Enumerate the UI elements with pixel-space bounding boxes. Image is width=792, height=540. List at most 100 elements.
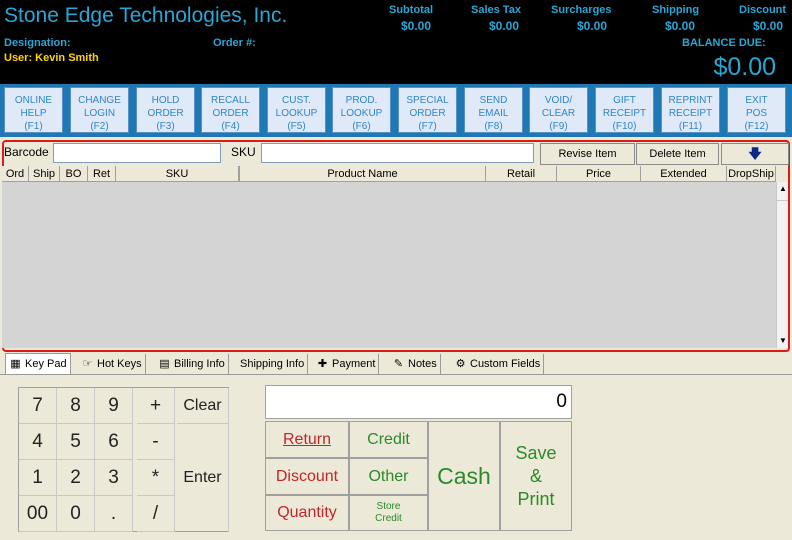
fkey-line: GIFT <box>613 95 636 106</box>
tab-hot-keys[interactable]: ☞Hot Keys <box>78 354 146 374</box>
key-9[interactable]: 9 <box>95 388 133 424</box>
discount-label: Discount <box>739 4 787 16</box>
column-retail[interactable]: Retail <box>486 166 557 182</box>
column-blank <box>239 166 240 182</box>
column-extended[interactable]: Extended <box>641 166 727 182</box>
key-1[interactable]: 1 <box>19 460 57 496</box>
key-divide[interactable]: / <box>137 496 175 532</box>
fkey-shortcut: (F3) <box>156 121 175 132</box>
shipping-value: $0.00 <box>665 19 696 33</box>
sku-input[interactable] <box>261 143 534 163</box>
barcode-input[interactable] <box>53 143 221 163</box>
enter-button[interactable]: Enter <box>177 424 229 532</box>
custom-fields-icon: ⚙ <box>455 358 466 370</box>
fkey-shortcut: (F12) <box>744 121 769 132</box>
tab-billing-info[interactable]: ▤Billing Info <box>155 354 229 374</box>
fkey-line: POS <box>745 108 768 119</box>
scroll-down-icon[interactable]: ▼ <box>779 336 787 345</box>
designation-label: Designation: <box>4 37 71 49</box>
column-ret[interactable]: Ret <box>88 166 116 182</box>
tab-custom-fields[interactable]: ⚙Custom Fields <box>451 354 545 374</box>
key-4[interactable]: 4 <box>19 424 57 460</box>
fkey-line: RECEIPT <box>602 108 647 119</box>
quantity-button[interactable]: Quantity <box>265 495 349 531</box>
tab-shipping-info[interactable]: Shipping Info <box>237 354 309 374</box>
fkey-line: LOOKUP <box>275 108 318 119</box>
key-multiply[interactable]: * <box>137 460 175 496</box>
key-decimal[interactable]: . <box>95 496 133 532</box>
key-2[interactable]: 2 <box>57 460 95 496</box>
fkey-line: CLEAR <box>541 108 576 119</box>
order-number-label: Order #: <box>213 37 256 49</box>
discount-value: $0.00 <box>753 19 784 33</box>
key-minus[interactable]: - <box>137 424 175 460</box>
subtotal-label: Subtotal <box>389 4 433 16</box>
order-items-list[interactable] <box>2 182 776 348</box>
arrow-down-icon[interactable]: 🡇 <box>721 143 789 165</box>
tab-notes[interactable]: ✎Notes <box>389 354 441 374</box>
return-button[interactable]: Return <box>265 421 349 458</box>
fkey-line: HELP <box>20 108 47 119</box>
credit-button[interactable]: Credit <box>349 421 428 458</box>
key-3[interactable]: 3 <box>95 460 133 496</box>
key-5[interactable]: 5 <box>57 424 95 460</box>
key-8[interactable]: 8 <box>57 388 95 424</box>
scrollbar-thumb[interactable] <box>777 187 788 201</box>
key-7[interactable]: 7 <box>19 388 57 424</box>
fkey-shortcut: (F6) <box>352 121 371 132</box>
tab-payment[interactable]: ✚Payment <box>313 354 380 374</box>
fkey-line: RECEIPT <box>668 108 713 119</box>
other-button[interactable]: Other <box>349 458 428 495</box>
column-product-name[interactable]: Product Name <box>240 166 486 182</box>
fkey-line: LOOKUP <box>340 108 383 119</box>
notes-icon: ✎ <box>393 358 404 370</box>
fkey-line: ORDER <box>409 108 446 119</box>
fkey-shortcut: (F5) <box>287 121 306 132</box>
save-print-button[interactable]: Save&Print <box>500 421 572 531</box>
delete-item-button[interactable]: Delete Item <box>636 143 719 165</box>
key-00[interactable]: 00 <box>19 496 57 532</box>
key-6[interactable]: 6 <box>95 424 133 460</box>
column-price[interactable]: Price <box>557 166 641 182</box>
column-ship[interactable]: Ship <box>29 166 60 182</box>
balance-due-label: BALANCE DUE: <box>682 37 766 49</box>
product-lookup-button[interactable]: PROD.LOOKUP(F6) <box>332 87 391 133</box>
save-print-line: Save <box>515 443 557 463</box>
keypad: 7 8 9 + 4 5 6 - 1 2 3 * 00 0 . / Clear E… <box>18 387 229 532</box>
column-bo[interactable]: BO <box>60 166 88 182</box>
payment-icon: ✚ <box>317 358 328 370</box>
customer-lookup-button[interactable]: CUST. LOOKUP (F5) <box>267 87 326 133</box>
column-sku[interactable]: SKU <box>116 166 239 182</box>
discount-button[interactable]: Discount <box>265 458 349 495</box>
scroll-up-icon[interactable]: ▲ <box>779 184 787 193</box>
key-plus[interactable]: + <box>137 388 175 424</box>
header-bar: Stone Edge Technologies, Inc. Designatio… <box>0 0 792 84</box>
store-credit-line: Credit <box>375 513 402 524</box>
void-clear-button[interactable]: VOID/CLEAR(F9) <box>529 87 588 133</box>
key-0[interactable]: 0 <box>57 496 95 532</box>
column-dropship[interactable]: DropShip <box>727 166 776 182</box>
save-print-line: & <box>529 466 542 486</box>
cash-button[interactable]: Cash <box>428 421 500 531</box>
clear-button[interactable]: Clear <box>177 388 229 424</box>
grid-vertical-scrollbar[interactable]: ▲ ▼ <box>776 182 788 348</box>
column-ord[interactable]: Ord <box>2 166 29 182</box>
fkey-line: CUST. <box>282 95 311 106</box>
tab-label: Shipping Info <box>240 358 305 370</box>
hand-pointer-icon: ☞ <box>82 358 93 370</box>
tab-key-pad[interactable]: ▦Key Pad <box>5 353 71 374</box>
fkey-shortcut: (F11) <box>678 121 703 132</box>
fkey-line: ONLINE <box>14 95 53 106</box>
revise-item-button[interactable]: Revise Item <box>540 143 635 165</box>
